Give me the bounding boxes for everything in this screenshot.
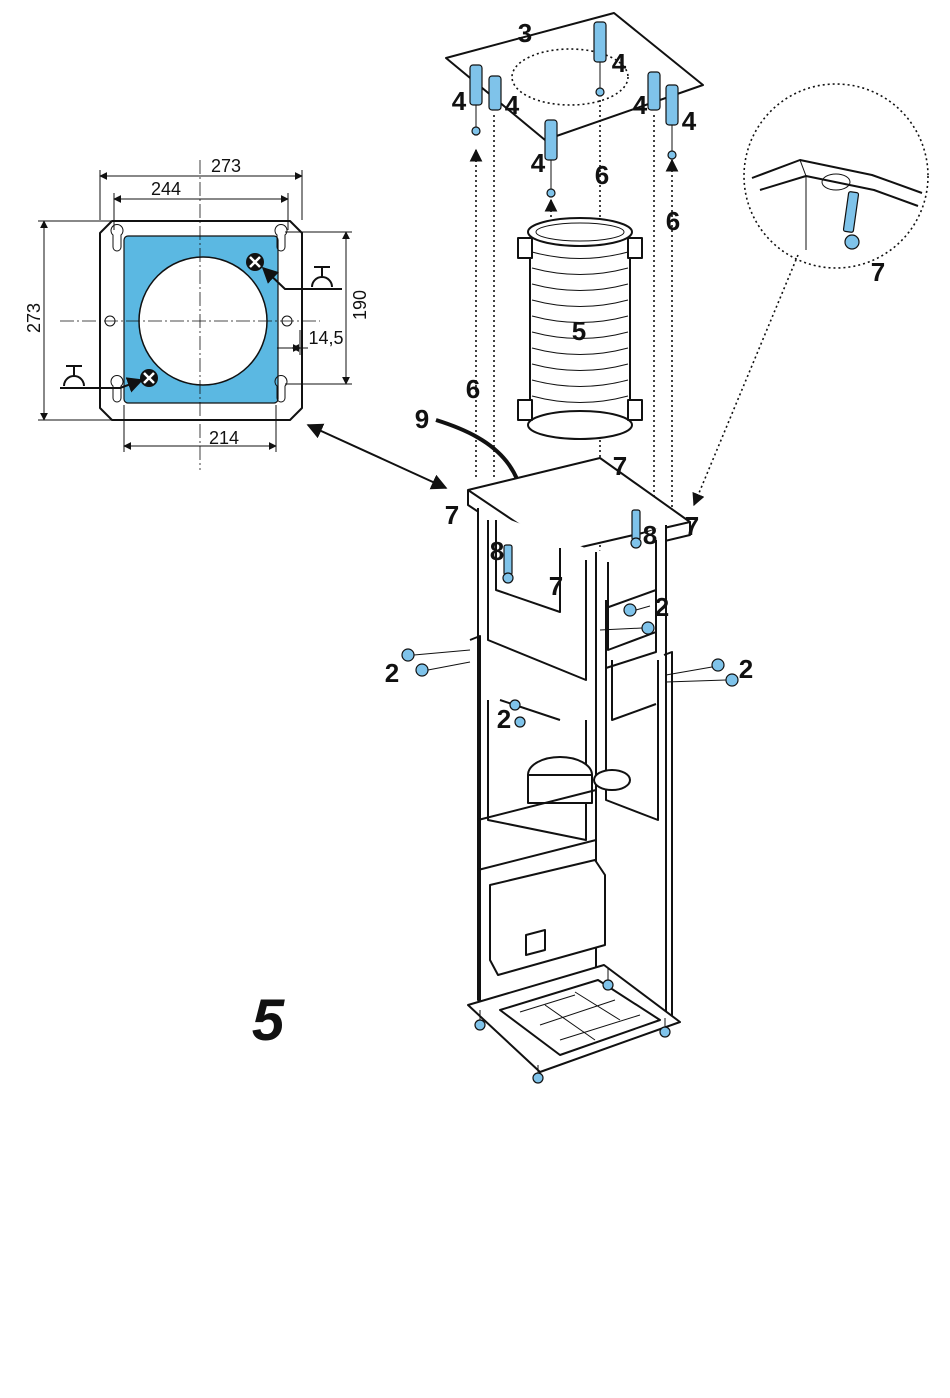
callout-7: 7 <box>685 511 699 541</box>
callout-7: 7 <box>613 451 627 481</box>
callout-6: 6 <box>595 160 609 190</box>
callout-5: 5 <box>572 316 586 346</box>
callout-2: 2 <box>739 654 753 684</box>
dim-left-height: 273 <box>24 303 44 333</box>
callout-4: 4 <box>531 148 546 178</box>
mounting-template: 273 244 273 190 214 14,5 <box>24 156 446 488</box>
dim-top-inner: 244 <box>151 179 181 199</box>
callout-7: 7 <box>445 500 459 530</box>
callout-7: 7 <box>549 571 563 601</box>
callout-9: 9 <box>415 404 429 434</box>
callout-4: 4 <box>633 90 648 120</box>
callout-4: 4 <box>505 90 520 120</box>
callout-2: 2 <box>385 658 399 688</box>
dim-bottom-width: 214 <box>209 428 239 448</box>
callout-6: 6 <box>666 206 680 236</box>
anchor <box>545 120 557 197</box>
dim-top-outer: 273 <box>211 156 241 176</box>
anchor <box>470 65 482 135</box>
callout-6: 6 <box>466 374 480 404</box>
callout-3: 3 <box>518 18 532 48</box>
detail-magnifier <box>694 84 928 505</box>
callout-4: 4 <box>452 86 467 116</box>
callout-2: 2 <box>655 592 669 622</box>
anchor <box>648 72 660 110</box>
dim-right-height: 190 <box>350 290 370 320</box>
callout-8: 8 <box>490 536 504 566</box>
callout-8: 8 <box>643 520 657 550</box>
anchor <box>666 85 678 159</box>
callout-2: 2 <box>497 704 511 734</box>
callout-7: 7 <box>871 257 885 287</box>
anchor-symbol-icon <box>312 267 332 287</box>
callout-4: 4 <box>682 106 697 136</box>
figure-number: 5 <box>252 988 285 1053</box>
anchor <box>489 76 501 110</box>
anchor-symbol-icon <box>64 366 84 386</box>
ceiling-plate <box>446 13 703 140</box>
callout-4: 4 <box>612 48 627 78</box>
dim-offset: 14,5 <box>308 328 343 348</box>
